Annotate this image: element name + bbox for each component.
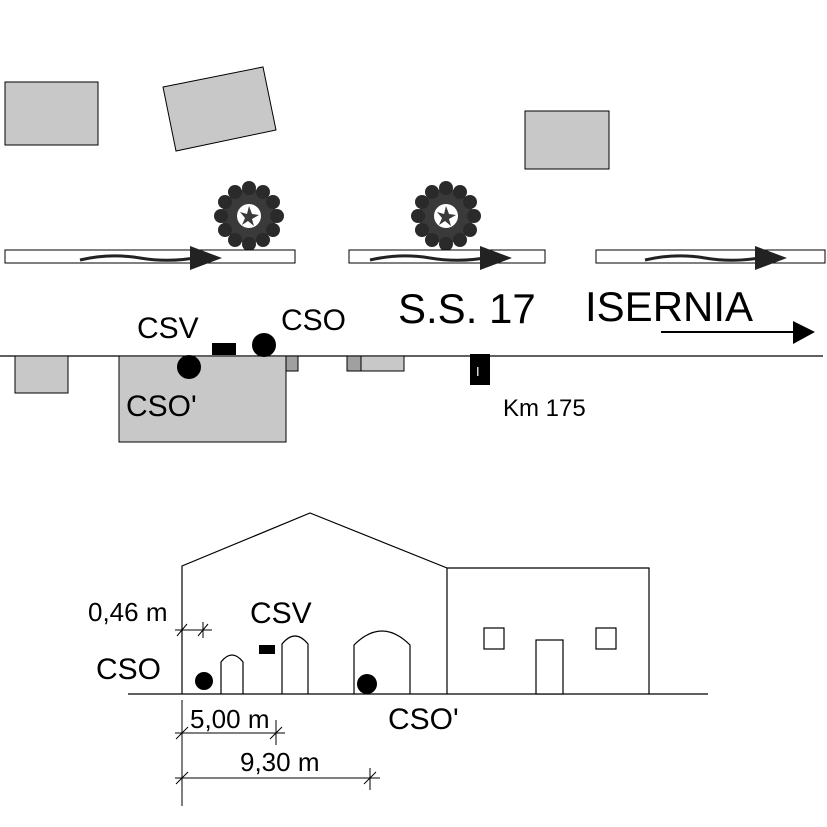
cso-sensor-marker [195, 672, 213, 690]
traffic-arrow-icon [644, 246, 787, 270]
building-small-left [14, 355, 69, 394]
building-facade-gabled [181, 512, 448, 694]
plan-view: S.S. 17 ISERNIA I Km 175 CSV CSO CSO' [0, 66, 826, 443]
direction-arrow-icon [661, 321, 815, 344]
arched-opening [281, 635, 309, 694]
cso-prime-label-elevation: CSO' [388, 703, 459, 736]
traffic-arrow-icon [369, 246, 512, 270]
building-main-plan [118, 355, 287, 443]
building-top-rotated [162, 66, 277, 152]
window [483, 627, 505, 650]
arched-opening [220, 654, 244, 694]
annex-light [360, 355, 405, 372]
dimension-second [175, 768, 380, 790]
building-top-right [524, 110, 610, 170]
building-top-left [4, 81, 99, 146]
door [535, 639, 564, 695]
destination-label: ISERNIA [585, 283, 753, 330]
traffic-arrow-icon [79, 246, 222, 270]
tree-icon [411, 181, 481, 251]
tree-icon [214, 181, 284, 251]
building-facade-annex [447, 567, 650, 694]
cso-label-plan: CSO [281, 304, 346, 337]
dimension-second-label: 9,30 m [240, 747, 320, 777]
window [595, 627, 617, 650]
road-name: S.S. 17 [398, 285, 536, 332]
km-post-icon [470, 354, 490, 385]
arched-opening [353, 630, 411, 694]
cso-prime-sensor-marker [357, 674, 377, 694]
csv-label-elevation: CSV [250, 597, 312, 630]
annex-small [285, 355, 299, 372]
km-marker-label: Km 175 [503, 395, 586, 422]
dimension-offset [175, 622, 212, 638]
road-strip [595, 249, 826, 264]
dimension-first [175, 720, 285, 745]
dimension-first-label: 5,00 m [190, 704, 270, 734]
annex-dark [346, 355, 362, 372]
dimension-offset-label: 0,46 m [88, 597, 168, 627]
cso-sensor-marker [252, 333, 276, 357]
elevation-view: CSV CSO CSO' 0,46 m 5,00 m 9,30 m [88, 512, 708, 806]
cso-label-elevation: CSO [96, 653, 161, 686]
cso-prime-sensor-marker [177, 355, 201, 379]
cso-prime-label-plan: CSO' [126, 390, 197, 423]
csv-label-plan: CSV [137, 312, 199, 345]
road-strip [4, 249, 296, 264]
csv-sensor-marker [212, 343, 236, 355]
csv-sensor-marker [259, 645, 275, 654]
km-post-glyph: I [476, 364, 480, 379]
